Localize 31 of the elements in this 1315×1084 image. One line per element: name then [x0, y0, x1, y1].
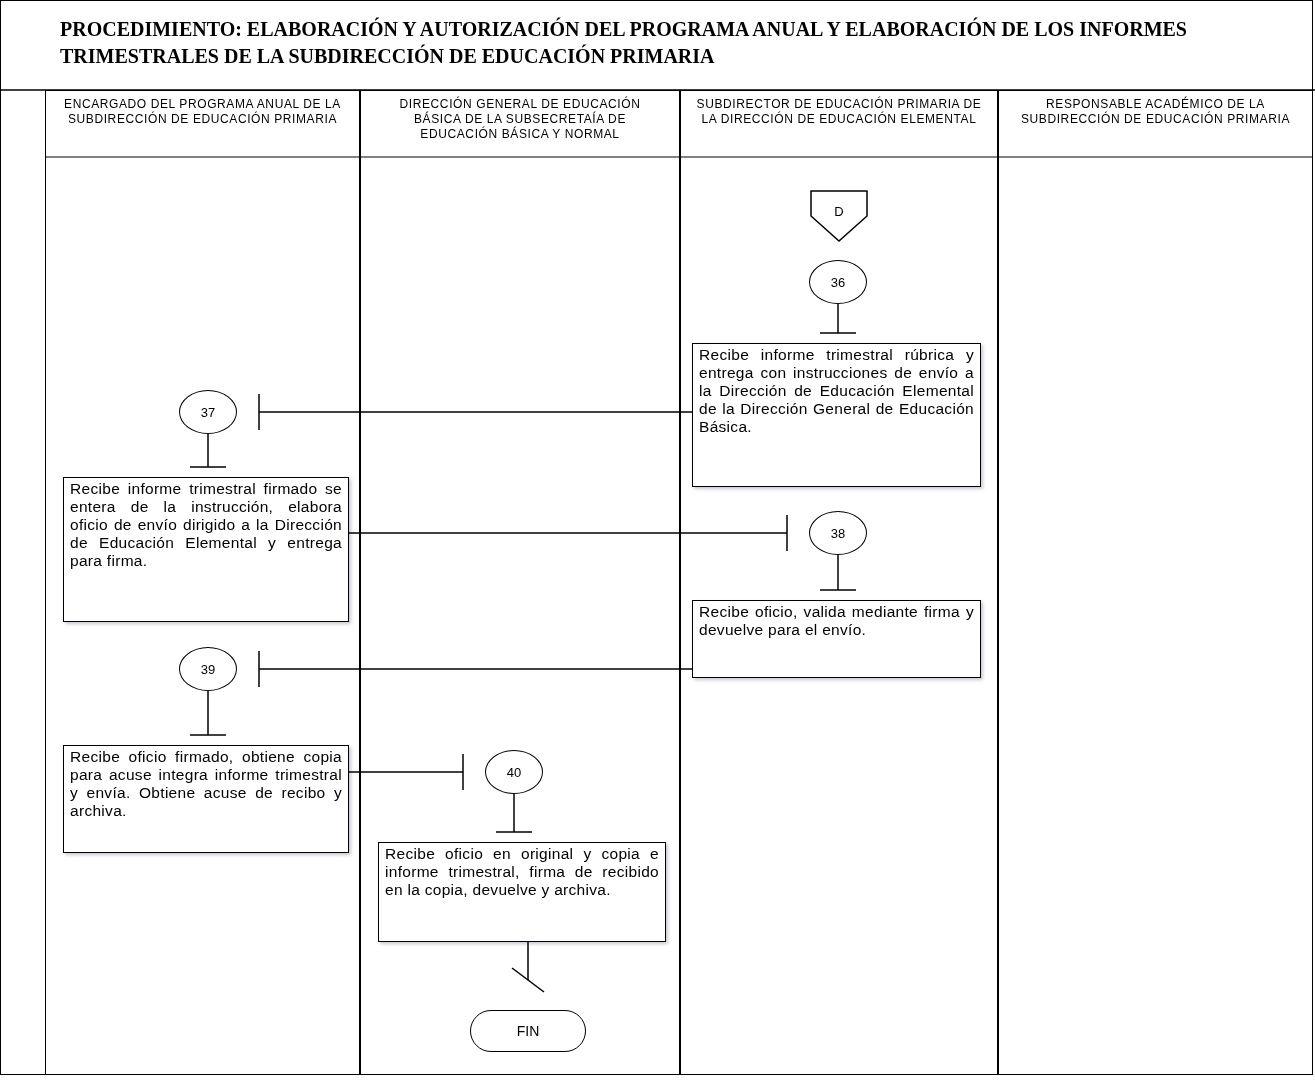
process-box: Recibe oficio, valida mediante firma y devuelve para el envío.: [692, 600, 981, 678]
connector-circle: 38: [809, 511, 867, 555]
swimlane: [45, 90, 360, 1075]
swimlane: [680, 90, 998, 1075]
connector-line: [511, 941, 545, 993]
process-box: Recibe oficio en original y copia e informe trimestral, firma de recibido en la copia, devuelve y archiva.: [378, 842, 666, 942]
connector-circle: 36: [809, 260, 867, 304]
connector-circle: 40: [485, 750, 543, 794]
diagram-title: PROCEDIMIENTO: ELABORACIÓN Y AUTORIZACIÓN DEL PROGRAMA ANUAL Y ELABORACIÓN DE LOS INFORMES TRIMESTRALES DE LA SUBDIRECCIÓN DE EDUCACIÓN PRIMARIA: [60, 16, 1188, 69]
lane-header: DIRECCIÓN GENERAL DE EDUCACIÓN BÁSICA DE LA SUBSECRETAÍA DE EDUCACIÓN BÁSICA Y NORMAL: [398, 97, 642, 142]
lane-header: SUBDIRECTOR DE EDUCACIÓN PRIMARIA DE LA DIRECCIÓN DE EDUCACIÓN ELEMENTAL: [695, 97, 983, 127]
process-box: Recibe informe trimestral firmado se entera de la instrucción, elabora oficio de envío dirigido a la Dirección de Educación Elemental y entrega para firma.: [63, 477, 349, 622]
swimlane: [360, 90, 680, 1075]
connector-line: [819, 303, 857, 334]
connector-line: [348, 514, 788, 552]
connector-line: [495, 793, 533, 833]
connector-circle: 39: [179, 647, 237, 691]
connector-circle: 37: [179, 390, 237, 434]
connector-line: [258, 650, 693, 688]
connector-line: [258, 393, 693, 431]
lane-header: ENCARGADO DEL PROGRAMA ANUAL DE LA SUBDIRECCIÓN DE EDUCACIÓN PRIMARIA: [63, 97, 342, 127]
connector-line: [348, 753, 464, 791]
process-box: Recibe oficio firmado, obtiene copia para acuse integra informe trimestral y envía. Obtiene acuse de recibo y archiva.: [63, 745, 349, 853]
connector-line: [189, 690, 227, 736]
off-page-connector: D: [810, 190, 868, 242]
swimlane: [998, 90, 1313, 1075]
terminator: FIN: [470, 1010, 586, 1052]
connector-line: [819, 554, 857, 591]
lane-header: RESPONSABLE ACADÉMICO DE LA SUBDIRECCIÓN DE EDUCACIÓN PRIMARIA: [1019, 97, 1292, 127]
process-box: Recibe informe trimestral rúbrica y entrega con instrucciones de envío a la Dirección de Educación Elemental de la Dirección General de Educación Básica.: [692, 343, 981, 487]
connector-line: [189, 433, 227, 468]
